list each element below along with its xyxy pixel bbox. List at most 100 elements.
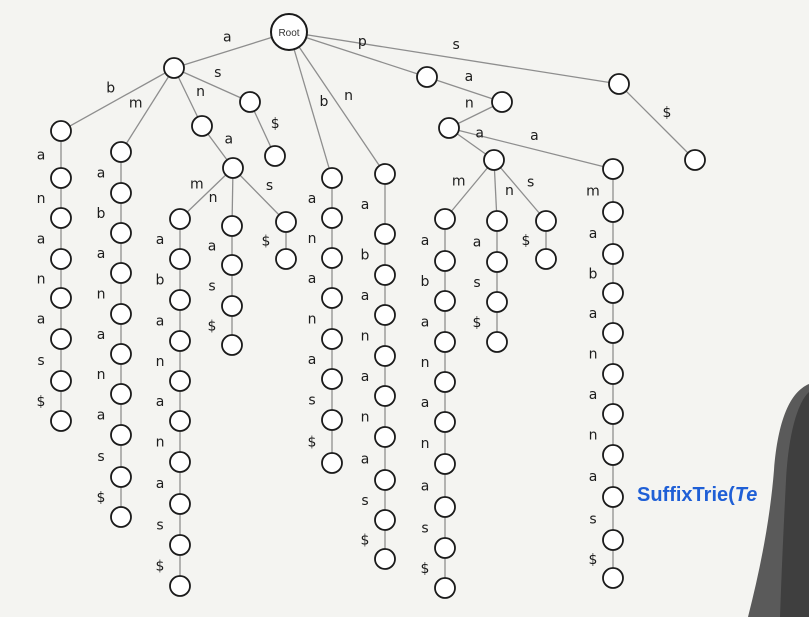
trie-node: [110, 383, 132, 405]
edge-label: a: [421, 479, 430, 495]
trie-edge: [288, 31, 333, 179]
edge-label: a: [308, 352, 317, 368]
edge-label: s: [308, 393, 315, 409]
trie-edge: [426, 76, 503, 103]
trie-node: [50, 287, 72, 309]
edge-label: a: [37, 312, 46, 328]
trie-node: [434, 331, 456, 353]
trie-node: [434, 208, 456, 230]
edge-label: a: [465, 69, 474, 85]
edge-label: n: [37, 272, 46, 288]
trie-node: [321, 167, 343, 189]
edge-label: n: [344, 88, 353, 104]
trie-node: [321, 368, 343, 390]
trie-node: [438, 117, 460, 139]
edge-label: b: [156, 273, 165, 289]
edge-label: a: [589, 469, 598, 485]
edge-label: n: [308, 312, 317, 328]
trie-node: [169, 289, 191, 311]
edge-label: b: [106, 80, 115, 96]
trie-edge: [60, 67, 175, 132]
trie-node: [50, 410, 72, 432]
edge-label: s: [421, 521, 428, 537]
edge-label: a: [421, 395, 430, 411]
trie-node: [110, 506, 132, 528]
trie-node: [321, 328, 343, 350]
trie-node: [535, 248, 557, 270]
trie-node: [602, 282, 624, 304]
edge-label: $: [262, 234, 271, 250]
caption-prefix: SuffixTrie(: [637, 484, 735, 506]
trie-node: [434, 453, 456, 475]
trie-edge: [448, 127, 614, 170]
edge-label: n: [156, 354, 165, 370]
edge-label: n: [37, 191, 46, 207]
edge-label: a: [208, 239, 217, 255]
edge-label: n: [209, 190, 218, 206]
trie-node: [374, 469, 396, 491]
trie-node: [374, 304, 396, 326]
edge-label: n: [156, 435, 165, 451]
trie-edge: [288, 31, 386, 175]
edge-label: a: [475, 126, 484, 142]
caption-italic: Te: [734, 484, 758, 506]
trie-node: [491, 91, 513, 113]
trie-node: [110, 466, 132, 488]
edge-label: m: [586, 184, 600, 200]
trie-node: [374, 223, 396, 245]
edge-label: b: [589, 267, 598, 283]
edge-label: b: [421, 274, 430, 290]
edge-label: s: [361, 493, 368, 509]
trie-node: [434, 577, 456, 599]
trie-node: [374, 385, 396, 407]
trie-node: [434, 537, 456, 559]
trie-node: [169, 208, 191, 230]
trie-node: [602, 403, 624, 425]
trie-node: [110, 182, 132, 204]
trie-edge: [179, 167, 234, 220]
edge-label: m: [129, 96, 143, 112]
trie-node: [602, 322, 624, 344]
trie-edge: [288, 31, 428, 78]
trie-node: [50, 207, 72, 229]
trie-node: [374, 264, 396, 286]
edge-label: a: [308, 271, 317, 287]
root-node: Root: [270, 13, 308, 51]
trie-node: [163, 57, 185, 79]
trie-node: [434, 250, 456, 272]
trie-node: [169, 248, 191, 270]
edge-label: s: [473, 275, 480, 291]
trie-node: [50, 167, 72, 189]
trie-node: [110, 424, 132, 446]
edge-label: $: [662, 105, 671, 121]
trie-node: [434, 496, 456, 518]
edge-label: s: [589, 512, 596, 528]
trie-node: [169, 330, 191, 352]
edge-label: n: [421, 436, 430, 452]
edge-label: a: [530, 128, 539, 144]
trie-node: [169, 575, 191, 597]
edge-label: $: [361, 533, 370, 549]
trie-node: [602, 529, 624, 551]
edge-label: a: [421, 315, 430, 331]
edge-label: a: [361, 197, 370, 213]
trie-node: [602, 567, 624, 589]
edge-label: n: [361, 410, 370, 426]
edge-label: s: [527, 174, 534, 190]
trie-node: [239, 91, 261, 113]
trie-node: [50, 328, 72, 350]
trie-node: [374, 163, 396, 185]
trie-node: [374, 345, 396, 367]
edge-label: s: [453, 37, 460, 53]
trie-edge: [288, 31, 620, 85]
edge-label: n: [421, 355, 430, 371]
trie-node: [110, 222, 132, 244]
trie-node: [110, 343, 132, 365]
trie-node: [264, 145, 286, 167]
trie-node: [221, 295, 243, 317]
edge-label: b: [361, 248, 370, 264]
edge-label: a: [589, 387, 598, 403]
edge-label: $: [271, 116, 280, 132]
trie-edge: [173, 31, 290, 69]
